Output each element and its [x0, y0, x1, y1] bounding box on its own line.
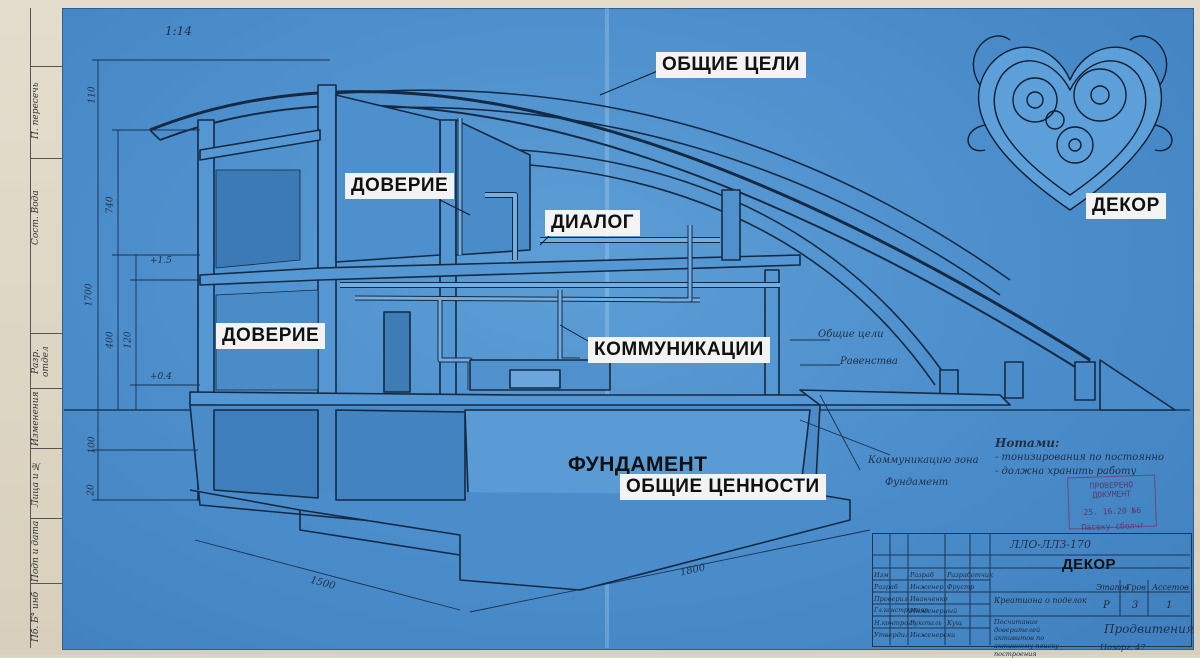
annotation-foundation: Фундамент: [885, 477, 949, 488]
level-mark-2: +0.4: [150, 372, 172, 382]
tb-row-role: Гл.конструктор: [874, 607, 928, 614]
dim-height-total: 1700: [84, 283, 95, 307]
tb-row-sign: Разработчик: [947, 571, 993, 579]
stamp-line-2: 25. 16.20 №6: [1083, 505, 1142, 518]
tb-row-sign: Кущ: [947, 619, 963, 627]
dim-small: 120: [123, 331, 134, 349]
title-block-subtitle: Креатиона о поделок: [994, 596, 1087, 605]
title-block-title: ДЕКОР: [1062, 556, 1117, 573]
col-stage: Этапов: [1096, 583, 1130, 592]
label-trust-lower: ДОВЕРИЕ: [216, 323, 326, 349]
tb-row-name: Рукопаль: [910, 619, 942, 627]
tb-row-name: Инженерный: [910, 607, 958, 615]
label-foundation: ФУНДАМЕНТ: [568, 453, 708, 476]
tb-row-name: Разраб: [910, 571, 934, 579]
approval-stamp: ПРОВЕРЕНО ДОКУМЕНТ 25. 16.20 №6 Пасеку с…: [1067, 474, 1157, 532]
dim-base: 20: [86, 484, 97, 496]
label-dialog: ДИАЛОГ: [545, 210, 641, 236]
tb-row-sign: Фрустр: [947, 583, 975, 591]
tb-row-role: Утвердил: [874, 631, 910, 639]
tb-row-name: Инженер: [910, 583, 944, 591]
tb-row-role: Разраб: [874, 583, 898, 591]
tb-row-role: Н.контроль: [874, 619, 916, 627]
dim-lower: 100: [87, 436, 98, 454]
tb-row-role: Проверил: [874, 595, 908, 603]
dim-upper: 740: [105, 196, 116, 214]
stage-value: Р: [1103, 600, 1110, 611]
sheets-value: 1: [1166, 600, 1173, 611]
corner-mark: 1:14: [165, 24, 192, 38]
title-block-description: Посчитание доверителей активитов по акти…: [994, 618, 1059, 658]
drawing-code: ЛЛО-ЛЛЗ-170: [1010, 538, 1092, 551]
tb-row-name: Иванченко: [910, 595, 948, 603]
level-mark-1: +1.5: [150, 256, 172, 266]
annotation-equality: Равенства: [840, 356, 898, 367]
paper-fold: [605, 8, 609, 648]
note-line-1: - тонизирования по постоянно: [995, 452, 1165, 463]
notes-title: Нотами:: [995, 436, 1060, 450]
col-sheet: Гров: [1126, 583, 1146, 592]
label-decor: ДЕКОР: [1086, 193, 1166, 219]
label-communications: КОММУНИКАЦИИ: [588, 337, 770, 363]
label-shared-goals: ОБЩИЕ ЦЕЛИ: [656, 52, 806, 78]
dim-top: 110: [87, 86, 98, 104]
annotation-comm-zone: Коммуникацию зона: [868, 455, 979, 466]
note-line-2: - должна хранить работу: [995, 466, 1137, 477]
label-trust-upper: ДОВЕРИЕ: [345, 173, 455, 199]
side-stamp-strip: П. пересечь Сост. Вода Разр. отдел Измен…: [30, 8, 63, 648]
tb-row-name: Инженерски: [910, 631, 956, 639]
title-block-footer: Нозорг. 47: [1100, 643, 1146, 652]
stamp-line-1: ПРОВЕРЕНО ДОКУМЕНТ: [1089, 480, 1134, 500]
signature: Продвитения: [1104, 622, 1194, 636]
col-sheets: Ассетов: [1152, 583, 1189, 592]
sheet-value: 3: [1132, 600, 1139, 611]
annotation-general-goals: Общие цели: [818, 329, 884, 340]
label-shared-values: ОБЩИЕ ЦЕННОСТИ: [620, 474, 826, 500]
title-block: [872, 533, 1192, 647]
tb-row-role: Изм: [874, 571, 889, 579]
dim-mid: 400: [105, 331, 116, 349]
